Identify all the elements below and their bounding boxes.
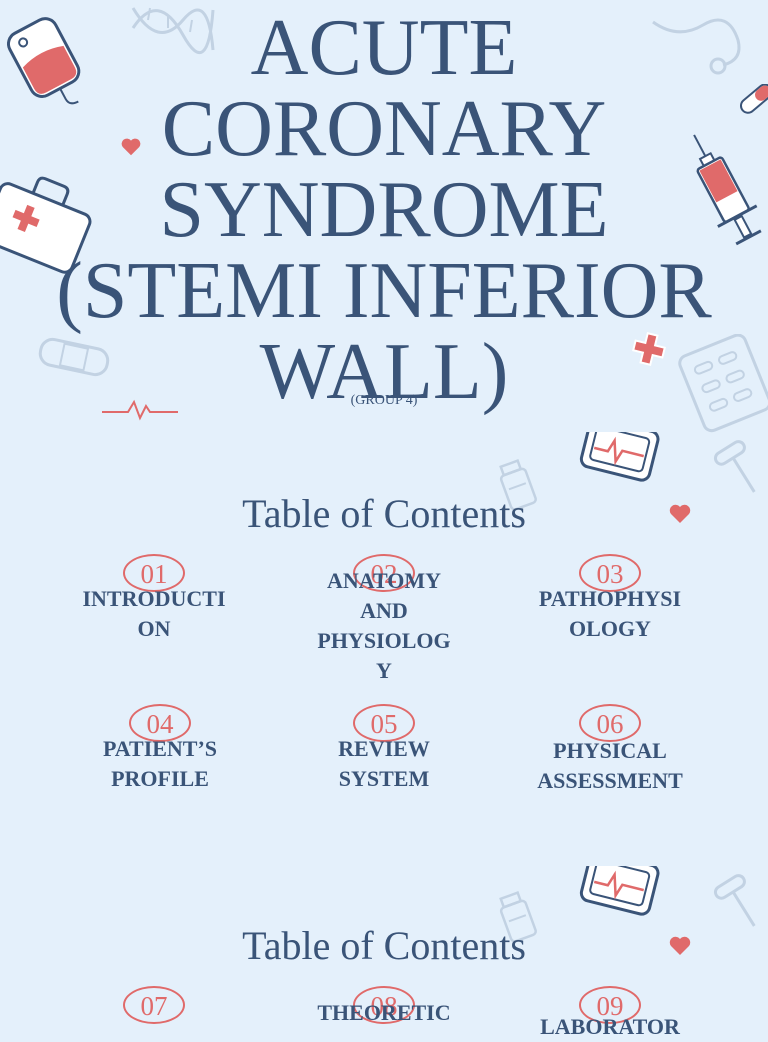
title-line: ACUTE <box>250 4 518 92</box>
bandage-icon <box>38 337 110 377</box>
toc-item-label: PHYSICAL ASSESSMENT <box>537 738 683 793</box>
heartbeat-line-icon <box>102 399 178 421</box>
heart-icon <box>121 138 141 156</box>
toc-number-badge: 01 <box>123 554 185 592</box>
heart-icon <box>669 936 691 955</box>
toc-item-label: ANATOMY AND PHYSIOLOG Y <box>317 568 451 683</box>
toc-number-badge: 04 <box>129 704 191 742</box>
toc-number-badge: 02 <box>353 554 415 592</box>
pill-capsule-icon <box>740 84 768 114</box>
toc-item-label: REVIEW SYSTEM <box>338 736 430 791</box>
iv-blood-bag-icon <box>6 17 81 105</box>
medicine-bottle-icon <box>499 459 537 511</box>
toc-number-badge: 06 <box>579 704 641 742</box>
dna-icon <box>131 7 215 55</box>
toc-number-badge: 03 <box>579 554 641 592</box>
toc-heading: Table of Contents <box>242 923 526 968</box>
ecg-monitor-icon <box>579 866 660 916</box>
title-line: SYNDROME <box>159 166 609 254</box>
ecg-monitor-icon <box>579 432 660 482</box>
toc-item-label: THEORETIC <box>317 1000 451 1025</box>
toc-number-badge: 07 <box>123 986 185 1024</box>
pill-blister-icon <box>678 334 768 433</box>
reflex-hammer-icon <box>713 874 756 927</box>
title-line: WALL) <box>259 328 509 416</box>
document-title: ACUTE CORONARY SYNDROME (STEMI INFERIOR … <box>0 8 768 413</box>
title-line: CORONARY <box>161 85 607 173</box>
toc-number-badge: 09 <box>579 986 641 1024</box>
toc-item-label: PATIENT’S PROFILE <box>102 736 218 791</box>
toc-item-label: LABORATOR <box>540 1014 680 1039</box>
toc-item-label: PATHOPHYSI OLOGY <box>538 586 682 641</box>
toc-item-label: INTRODUCTI ON <box>82 586 226 641</box>
heart-icon <box>669 504 691 523</box>
stethoscope-icon <box>652 18 741 75</box>
first-aid-kit-icon <box>0 176 92 274</box>
toc-number-badge: 05 <box>353 704 415 742</box>
reflex-hammer-icon <box>713 440 756 493</box>
syringe-icon <box>693 134 762 246</box>
group-subtitle: (GROUP 4) <box>350 393 418 408</box>
medical-cross-icon <box>632 332 666 366</box>
title-line: (STEMI INFERIOR <box>56 247 712 335</box>
medicine-bottle-icon <box>499 891 537 943</box>
toc-heading: Table of Contents <box>242 491 526 536</box>
toc-number-badge: 08 <box>353 986 415 1024</box>
